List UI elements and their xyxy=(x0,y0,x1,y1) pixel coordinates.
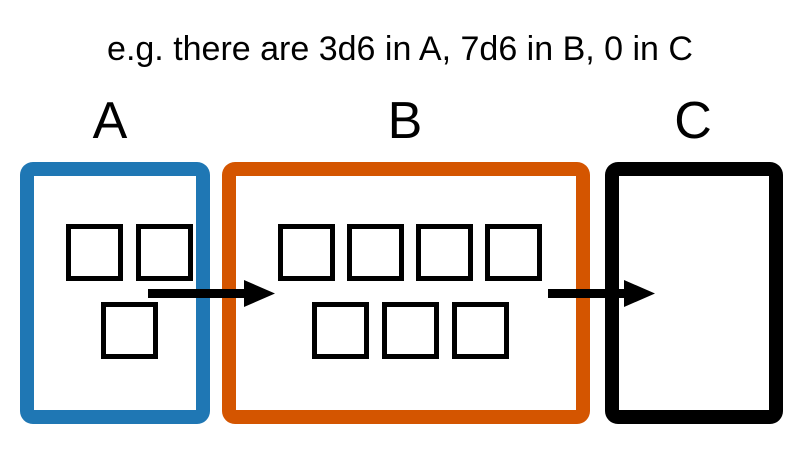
die-b-1 xyxy=(278,224,335,281)
die-b-5 xyxy=(312,302,369,359)
bucket-label-a: A xyxy=(92,92,128,150)
die-b-3 xyxy=(416,224,473,281)
bucket-b[interactable] xyxy=(222,162,590,424)
die-b-7 xyxy=(452,302,509,359)
die-a-3 xyxy=(101,302,158,359)
die-a-2 xyxy=(136,224,193,281)
die-a-1 xyxy=(66,224,123,281)
arrow-right-icon-b-to-c xyxy=(548,278,656,308)
die-b-4 xyxy=(485,224,542,281)
diagram-caption: e.g. there are 3d6 in A, 7d6 in B, 0 in … xyxy=(107,30,693,68)
die-b-2 xyxy=(347,224,404,281)
die-b-6 xyxy=(382,302,439,359)
bucket-label-b: B xyxy=(387,92,423,150)
arrow-right-icon-a-to-b xyxy=(148,278,276,308)
bucket-label-c: C xyxy=(674,92,712,150)
